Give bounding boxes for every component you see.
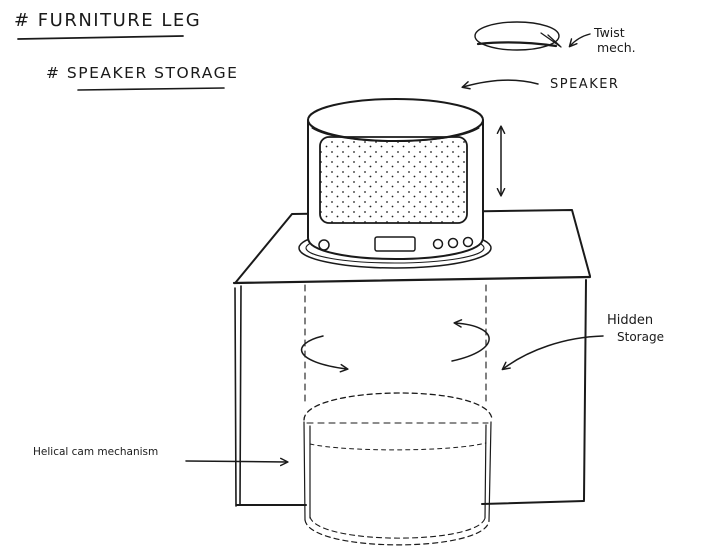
helical-cam-annotation: Helical cam mechanism — [33, 446, 289, 467]
speaker-button-1 — [432, 238, 444, 250]
cabinet-right-edge — [583, 279, 587, 501]
cabinet-left-edge — [234, 285, 242, 507]
hidden-storage-arrow — [501, 335, 604, 371]
speaker-button-2 — [447, 237, 459, 249]
twist-ring-shadow — [476, 41, 558, 48]
speaker-body-outline — [307, 119, 484, 260]
canister-bottom-inner-arc — [309, 516, 486, 539]
canister-helix-line — [309, 442, 487, 451]
hidden-shaft — [304, 284, 487, 406]
hidden-storage-label-line2: Storage — [617, 330, 664, 344]
furniture-leg-heading: # FURNITURE LEG — [14, 10, 201, 40]
speaker-knob-left — [318, 239, 330, 251]
cabinet-top-front-edge — [232, 275, 592, 285]
speaker-display — [374, 236, 416, 252]
rotation-arrows — [300, 319, 490, 373]
speaker-top-cap — [307, 98, 484, 142]
speaker-arrow — [461, 79, 539, 90]
speaker-annotation: SPEAKER — [461, 77, 619, 92]
speaker-storage-heading: # SPEAKER STORAGE — [46, 64, 238, 91]
helical-cam-arrow — [185, 457, 289, 467]
cabinet — [232, 209, 592, 507]
canister-right-wall — [484, 421, 492, 522]
twist-marks — [540, 32, 562, 48]
twist-arrow — [568, 33, 591, 48]
canister-bottom-arc — [304, 519, 490, 546]
rotation-arrow-left — [300, 335, 349, 373]
speaker-button-3 — [462, 236, 474, 248]
rotation-arrow-right — [451, 319, 490, 362]
helical-cam-label: Helical cam mechanism — [33, 446, 158, 458]
hidden-storage-label-line1: Hidden — [607, 313, 653, 328]
twist-mechanism-sketch: Twist mech. — [474, 21, 636, 55]
speaker-label: SPEAKER — [550, 77, 619, 92]
furniture-leg-underline — [17, 35, 184, 40]
canister-top-arc — [303, 392, 493, 421]
speaker-grille — [319, 136, 468, 224]
hidden-storage-annotation: Hidden Storage — [501, 313, 664, 371]
furniture-leg-heading-text: # FURNITURE LEG — [14, 10, 201, 31]
twist-label-line1: Twist — [593, 25, 625, 40]
twist-ring-outline — [474, 21, 560, 51]
canister-left-wall — [303, 421, 311, 521]
speaker-storage-underline — [77, 87, 225, 91]
twist-label-line2: mech. — [597, 40, 636, 55]
speaker-storage-heading-text: # SPEAKER STORAGE — [46, 64, 238, 82]
storage-canister — [303, 392, 493, 546]
cabinet-bottom-edge — [236, 500, 585, 506]
speaker-unit — [298, 98, 492, 269]
